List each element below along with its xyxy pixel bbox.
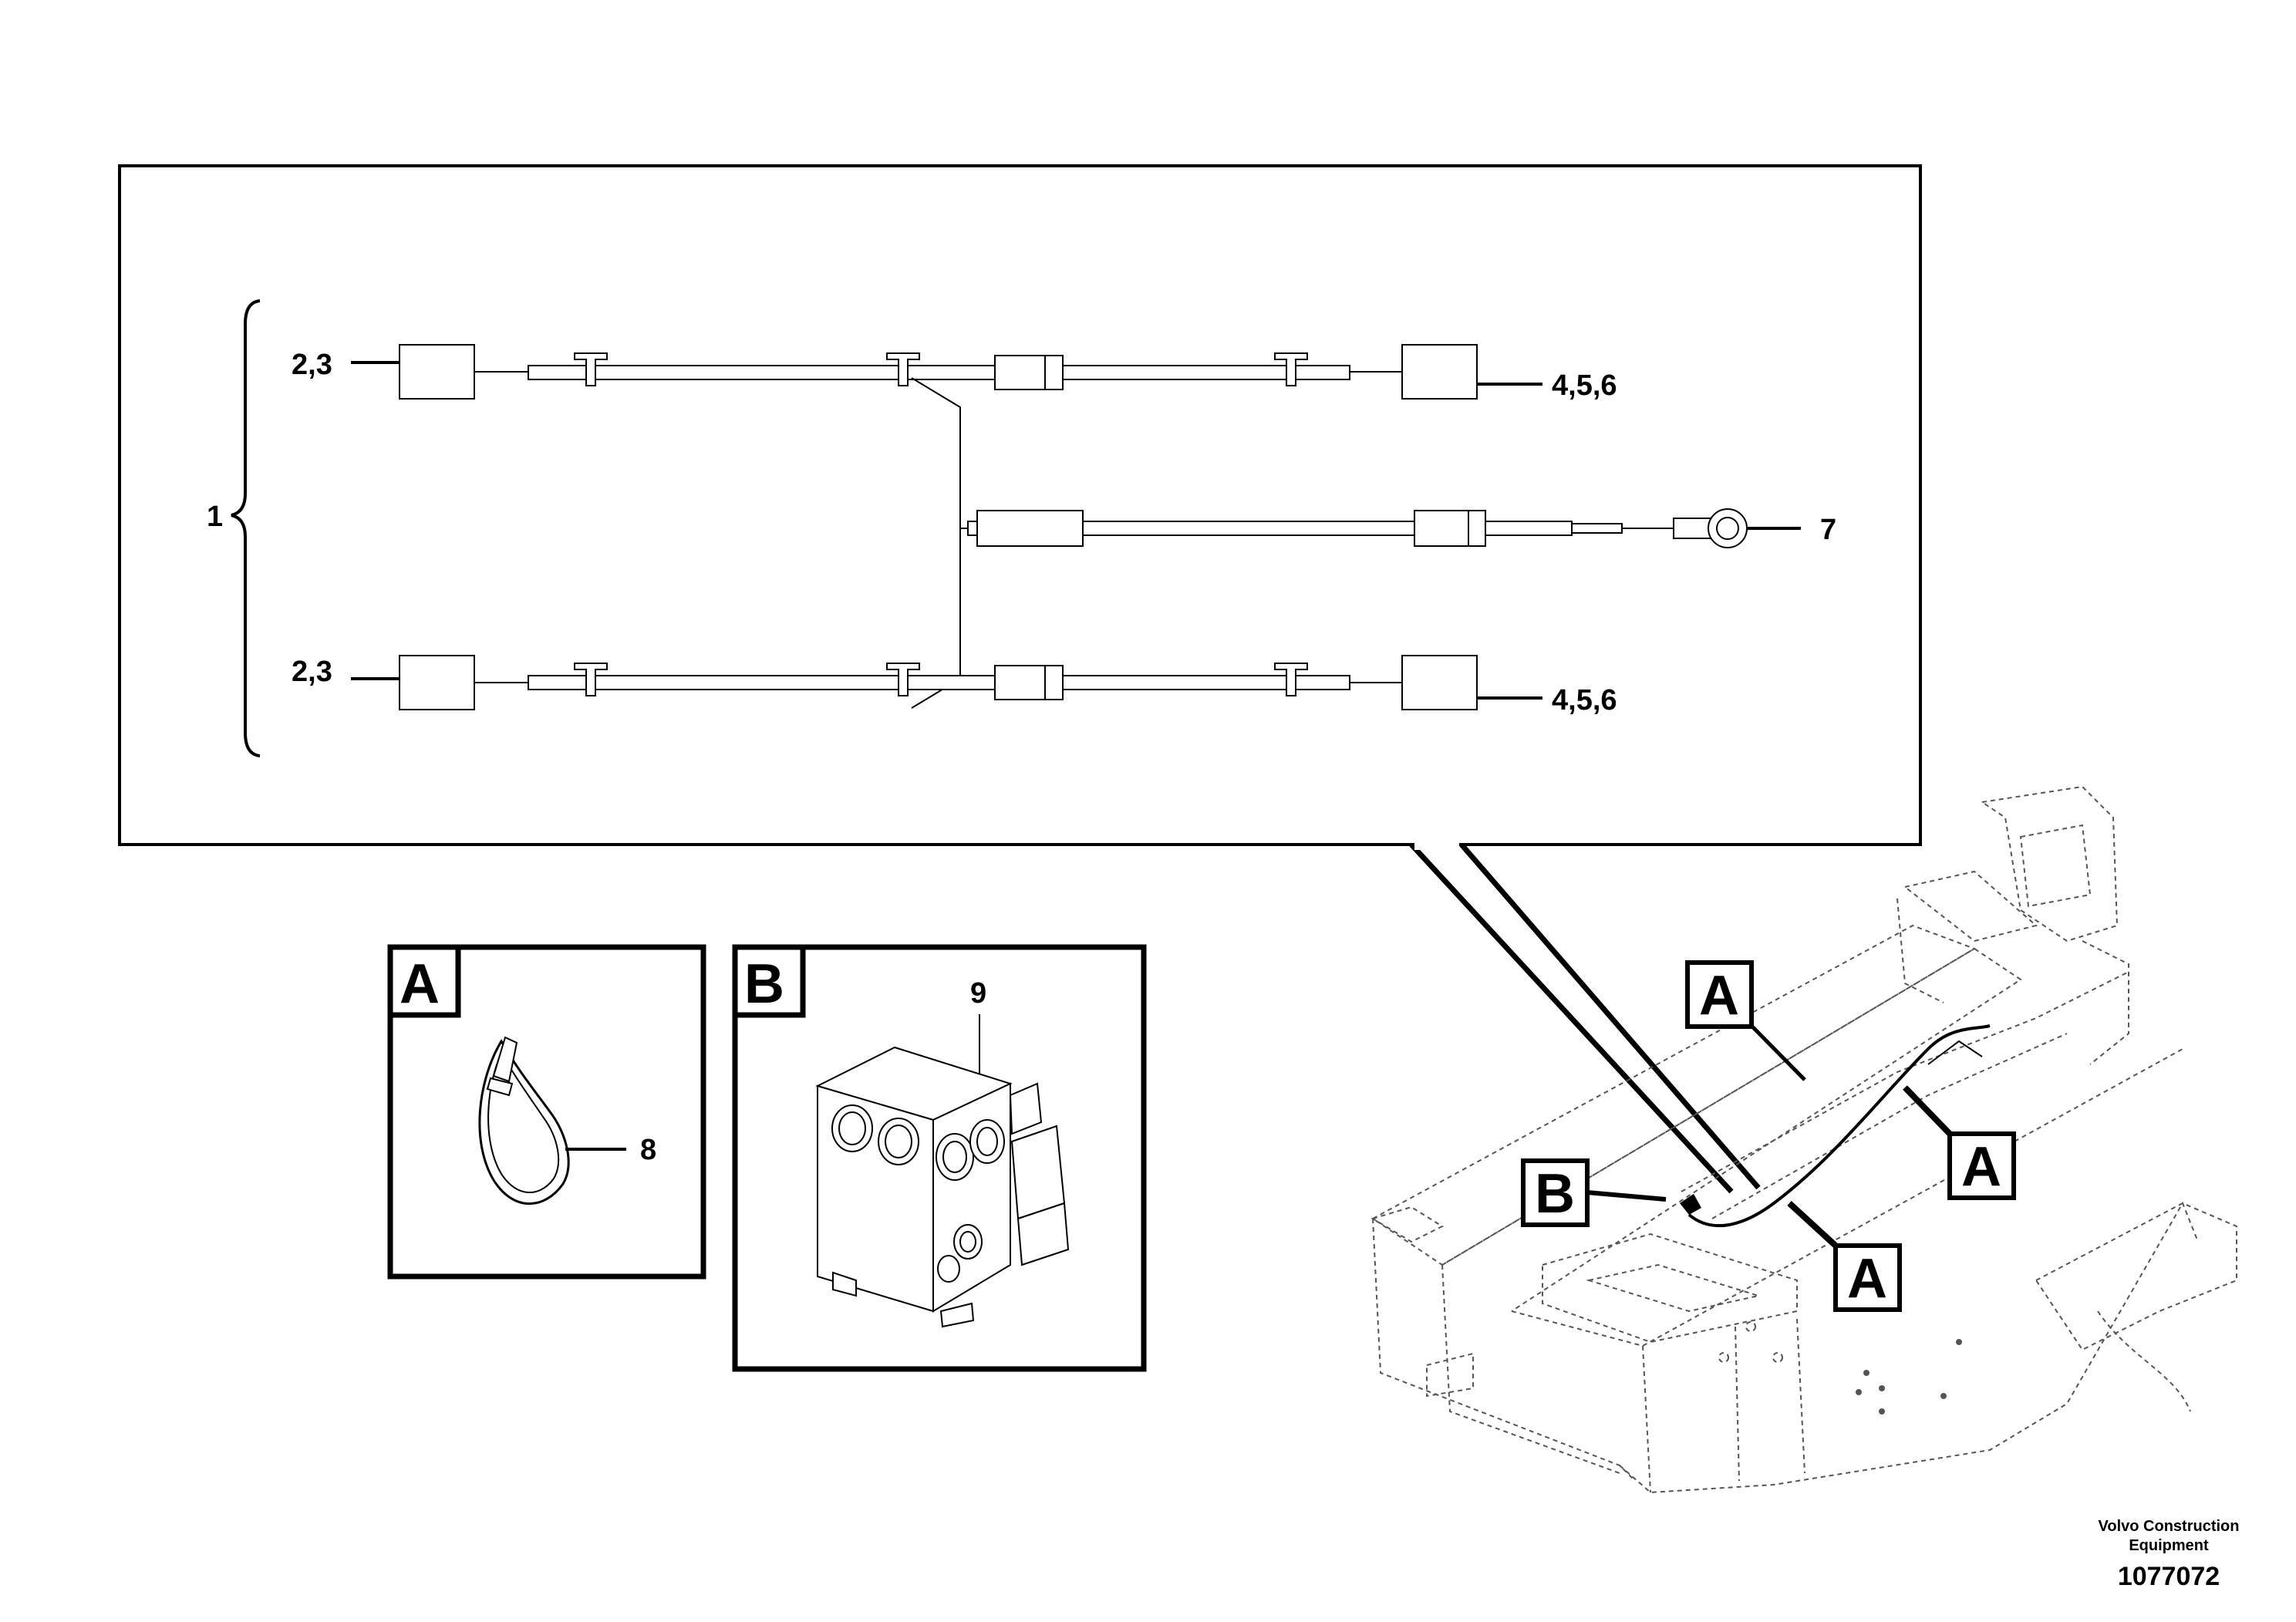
inset-a-callout: 8 [640,1134,656,1166]
harness-detail-frame [118,164,1922,1194]
label-ring-terminal: 7 [1820,514,1836,546]
label-top-right: 4,5,6 [1552,369,1617,402]
connector-top-right [1401,344,1478,400]
machine-tag-b: B [1521,1158,1667,1227]
svg-text:B: B [1535,1163,1575,1225]
drawing-credits: Volvo Construction Equipment 1077072 [2099,1518,2240,1591]
top-branch [351,344,1542,400]
connector-bottom-left [399,655,475,710]
harness-schematic: 1 2,3 4,5,6 [207,299,1836,757]
inset-b-letter: B [744,953,784,1015]
svg-text:A: A [1847,1248,1887,1310]
credit-line2: Equipment [2129,1537,2209,1554]
label-top-left: 2,3 [292,349,332,381]
inset-b: B 9 [732,944,1147,1372]
machine-tag-a1: A [1685,960,1806,1081]
connector-bottom-right [1401,655,1478,710]
ring-terminal [1673,518,1713,539]
svg-text:A: A [1699,965,1739,1027]
label-bottom-right: 4,5,6 [1552,684,1617,717]
svg-text:A: A [1961,1136,2001,1198]
credit-line1: Volvo Construction [2099,1518,2240,1535]
assembly-brace [231,299,261,757]
drawing-number: 1077072 [2118,1562,2220,1591]
inset-a: A 8 [387,944,706,1280]
machine-tag-a2: A [1903,1085,2016,1200]
inset-a-letter: A [400,953,440,1015]
label-assembly: 1 [207,501,223,533]
inset-b-callout: 9 [970,977,986,1010]
connector-top-left [399,344,475,400]
bottom-branch [351,655,1542,710]
valve-block-icon [815,1046,1070,1328]
label-bottom-left: 2,3 [292,656,332,688]
trunk-branch [911,377,1801,709]
cable-tie-icon [478,1036,626,1206]
machine-tag-a3: A [1787,1201,1902,1312]
